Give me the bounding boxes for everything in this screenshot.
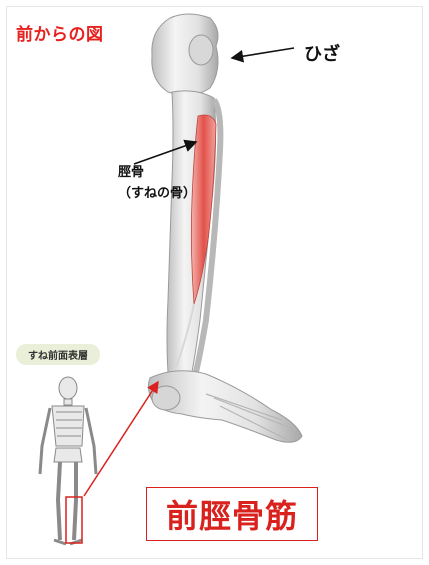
pointer-arrow — [84, 382, 158, 496]
view-title: 前からの図 — [16, 20, 104, 45]
tibia-label: 脛骨 （すねの骨） — [118, 162, 196, 204]
muscle-name-box: 前脛骨筋 — [146, 487, 318, 541]
knee-label: ひざ — [304, 40, 340, 66]
skeleton-thumbnail — [40, 377, 96, 544]
layer-badge: すね前面表層 — [16, 344, 100, 365]
tibia-label-line1: 脛骨 — [118, 162, 196, 183]
foot-bones — [148, 371, 302, 442]
tibia-label-line2: （すねの骨） — [118, 183, 196, 204]
femur-bone — [152, 14, 218, 95]
knee-arrow — [232, 48, 294, 58]
